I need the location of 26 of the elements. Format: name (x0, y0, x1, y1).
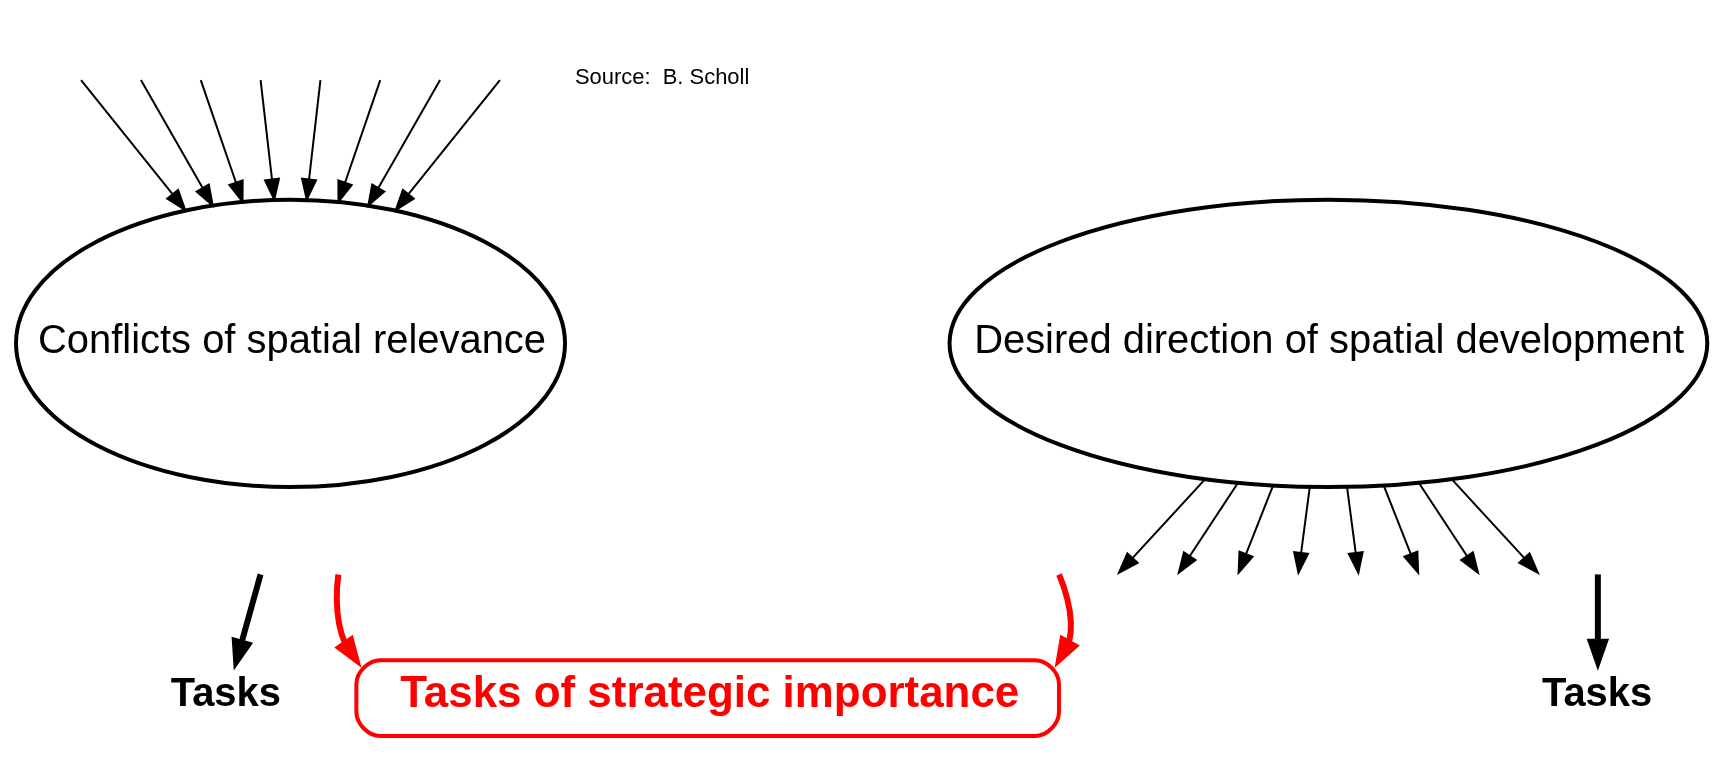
arrow (80, 79, 188, 213)
arrow (1292, 486, 1311, 576)
arrow (231, 573, 264, 671)
arrow (1116, 478, 1206, 575)
arrow (333, 574, 362, 668)
arrow (1054, 573, 1080, 669)
arrow (1451, 478, 1540, 575)
arrow (199, 79, 244, 205)
arrow (1237, 484, 1275, 576)
arrow (337, 79, 382, 205)
arrow (1417, 481, 1480, 576)
arrow (366, 79, 442, 209)
arrow (259, 79, 281, 203)
arrow (1382, 484, 1420, 576)
node-box: Tasks of strategic importance (354, 658, 1061, 738)
node-text: Tasks (1541, 670, 1653, 715)
arrow (300, 79, 322, 203)
node-ellipse: Desired direction of spatial development (947, 197, 1710, 490)
arrow (1177, 481, 1239, 576)
arrow (393, 79, 501, 213)
label: Source: B. Scholl (574, 63, 750, 89)
arrow (1346, 486, 1364, 576)
arrow (1586, 574, 1610, 671)
node-ellipse: Conflicts of spatial relevance (14, 197, 567, 490)
node-text: Tasks (170, 670, 281, 715)
arrow (139, 79, 215, 209)
